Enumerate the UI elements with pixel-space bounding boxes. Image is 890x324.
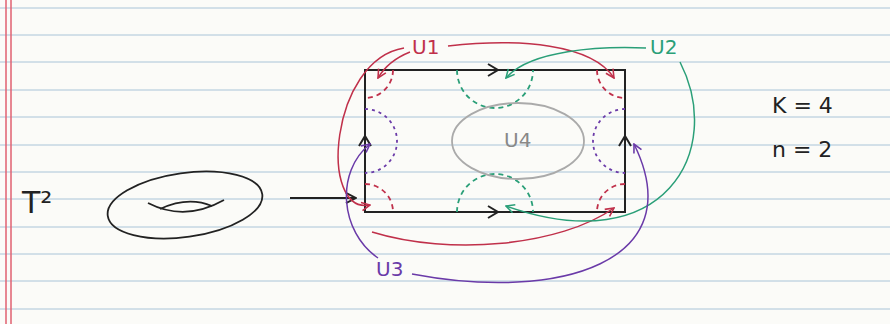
region-label: U2 — [650, 36, 677, 58]
region-label: U4 — [504, 129, 531, 151]
region-u4 — [452, 103, 584, 179]
leader-lines — [338, 43, 694, 283]
margin-lines — [6, 0, 11, 324]
region-u1 — [365, 70, 625, 212]
parameter-label: n = 2 — [772, 138, 832, 162]
space-name: T² — [22, 186, 52, 219]
region-label: U3 — [376, 258, 403, 280]
parameter-label: K = 4 — [772, 94, 833, 118]
region-u3 — [365, 109, 625, 173]
region-label: U1 — [412, 36, 439, 58]
notebook-lines — [0, 8, 890, 309]
fundamental-square — [359, 64, 631, 218]
torus — [103, 162, 266, 247]
region-u2 — [457, 70, 533, 212]
